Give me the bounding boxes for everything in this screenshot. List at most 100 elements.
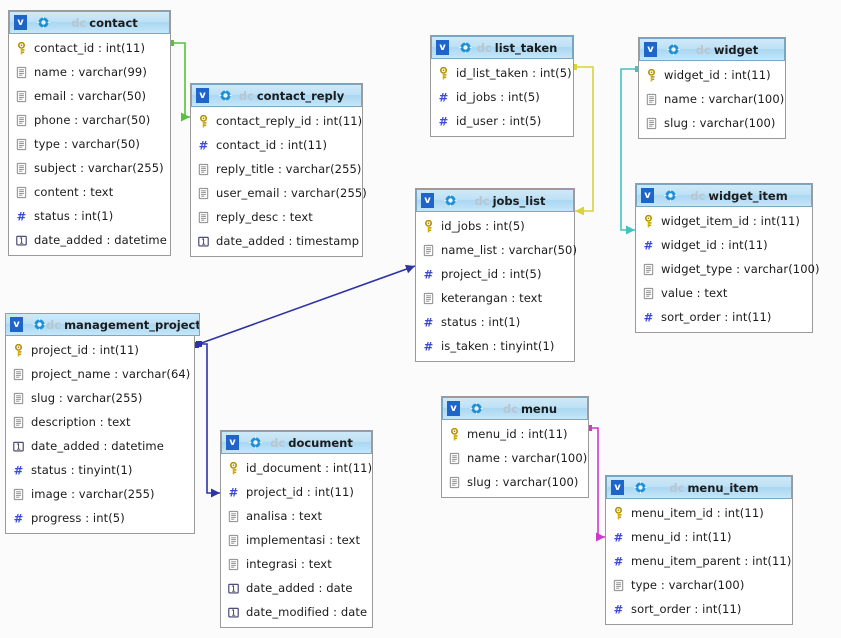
gear-icon[interactable] <box>459 41 472 54</box>
field-row[interactable]: email : varchar(50) <box>9 84 170 108</box>
field-row[interactable]: #sort_order : int(11) <box>606 597 792 621</box>
gear-icon[interactable] <box>634 481 647 494</box>
entity-schema-prefix: dc <box>474 193 490 208</box>
field-row[interactable]: subject : varchar(255) <box>9 156 170 180</box>
field-row[interactable]: reply_title : varchar(255) <box>191 157 362 181</box>
gear-icon[interactable] <box>219 89 232 102</box>
field-row[interactable]: menu_item_id : int(11) <box>606 501 792 525</box>
field-row[interactable]: contact_id : int(11) <box>9 36 170 60</box>
gear-icon-wrap[interactable] <box>659 189 677 202</box>
gear-icon-wrap[interactable] <box>454 41 472 54</box>
gear-icon[interactable] <box>37 16 50 29</box>
field-row[interactable]: #status : int(1) <box>9 204 170 228</box>
field-row[interactable]: project_name : varchar(64) <box>6 362 194 386</box>
field-row[interactable]: value : text <box>636 281 812 305</box>
text-field-icon <box>228 534 239 546</box>
gear-icon-wrap[interactable] <box>214 89 232 102</box>
field-row[interactable]: menu_id : int(11) <box>442 422 588 446</box>
field-row[interactable]: reply_desc : text <box>191 205 362 229</box>
gear-icon-wrap[interactable] <box>629 481 647 494</box>
field-row[interactable]: id_list_taken : int(5) <box>431 61 573 85</box>
field-row[interactable]: name : varchar(100) <box>442 446 588 470</box>
gear-icon-wrap[interactable] <box>662 43 680 56</box>
field-row[interactable]: #is_taken : tinyint(1) <box>416 334 574 358</box>
field-row[interactable]: slug : varchar(255) <box>6 386 194 410</box>
gear-icon-wrap[interactable] <box>439 194 457 207</box>
gear-icon-wrap[interactable] <box>32 16 50 29</box>
gear-icon-wrap[interactable] <box>465 402 483 415</box>
field-row[interactable]: #sort_order : int(11) <box>636 305 812 329</box>
field-row[interactable]: slug : varchar(100) <box>442 470 588 494</box>
field-row[interactable]: phone : varchar(50) <box>9 108 170 132</box>
field-row[interactable]: #menu_id : int(11) <box>606 525 792 549</box>
field-row[interactable]: type : varchar(50) <box>9 132 170 156</box>
field-row[interactable]: name : varchar(100) <box>639 87 785 111</box>
gear-icon[interactable] <box>33 318 46 331</box>
field-row[interactable]: name : varchar(99) <box>9 60 170 84</box>
gear-icon[interactable] <box>470 402 483 415</box>
field-row[interactable]: #menu_item_parent : int(11) <box>606 549 792 573</box>
field-row[interactable]: #contact_id : int(11) <box>191 133 362 157</box>
gear-icon-wrap[interactable] <box>244 436 262 449</box>
field-row[interactable]: user_email : varchar(255) <box>191 181 367 205</box>
field-row[interactable]: contact_reply_id : int(11) <box>191 109 362 133</box>
field-row[interactable]: name_list : varchar(50) <box>416 238 577 262</box>
field-row[interactable]: type : varchar(100) <box>606 573 792 597</box>
field-row[interactable]: integrasi : text <box>221 552 372 576</box>
field-row[interactable]: #project_id : int(5) <box>416 262 574 286</box>
field-label: id_document : int(11) <box>246 461 373 475</box>
field-row[interactable]: #id_user : int(5) <box>431 109 573 133</box>
gear-icon[interactable] <box>444 194 457 207</box>
field-row[interactable]: id_jobs : int(5) <box>416 214 574 238</box>
field-row[interactable]: keterangan : text <box>416 286 574 310</box>
field-row[interactable]: widget_item_id : int(11) <box>636 209 812 233</box>
field-row[interactable]: widget_type : varchar(100) <box>636 257 820 281</box>
gear-icon[interactable] <box>249 436 262 449</box>
field-row[interactable]: image : varchar(255) <box>6 482 194 506</box>
field-row[interactable]: #status : int(1) <box>416 310 574 334</box>
field-row[interactable]: slug : varchar(100) <box>639 111 785 135</box>
field-row[interactable]: #project_id : int(11) <box>221 480 372 504</box>
field-row[interactable]: #id_jobs : int(5) <box>431 85 573 109</box>
gear-icon[interactable] <box>664 189 677 202</box>
gear-icon[interactable] <box>667 43 680 56</box>
field-row[interactable]: #progress : int(5) <box>6 506 194 530</box>
field-row[interactable]: #widget_id : int(11) <box>636 233 812 257</box>
text-field-icon <box>228 558 239 570</box>
field-row[interactable]: id_document : int(11) <box>221 456 372 480</box>
field-row[interactable]: project_id : int(11) <box>6 338 194 362</box>
field-row[interactable]: widget_id : int(11) <box>639 63 785 87</box>
gear-icon-wrap[interactable] <box>28 318 46 331</box>
field-row[interactable]: #status : tinyint(1) <box>6 458 194 482</box>
field-row[interactable]: content : text <box>9 180 170 204</box>
field-row[interactable]: implementasi : text <box>221 528 372 552</box>
field-row[interactable]: description : text <box>6 410 194 434</box>
field-row[interactable]: analisa : text <box>221 504 372 528</box>
